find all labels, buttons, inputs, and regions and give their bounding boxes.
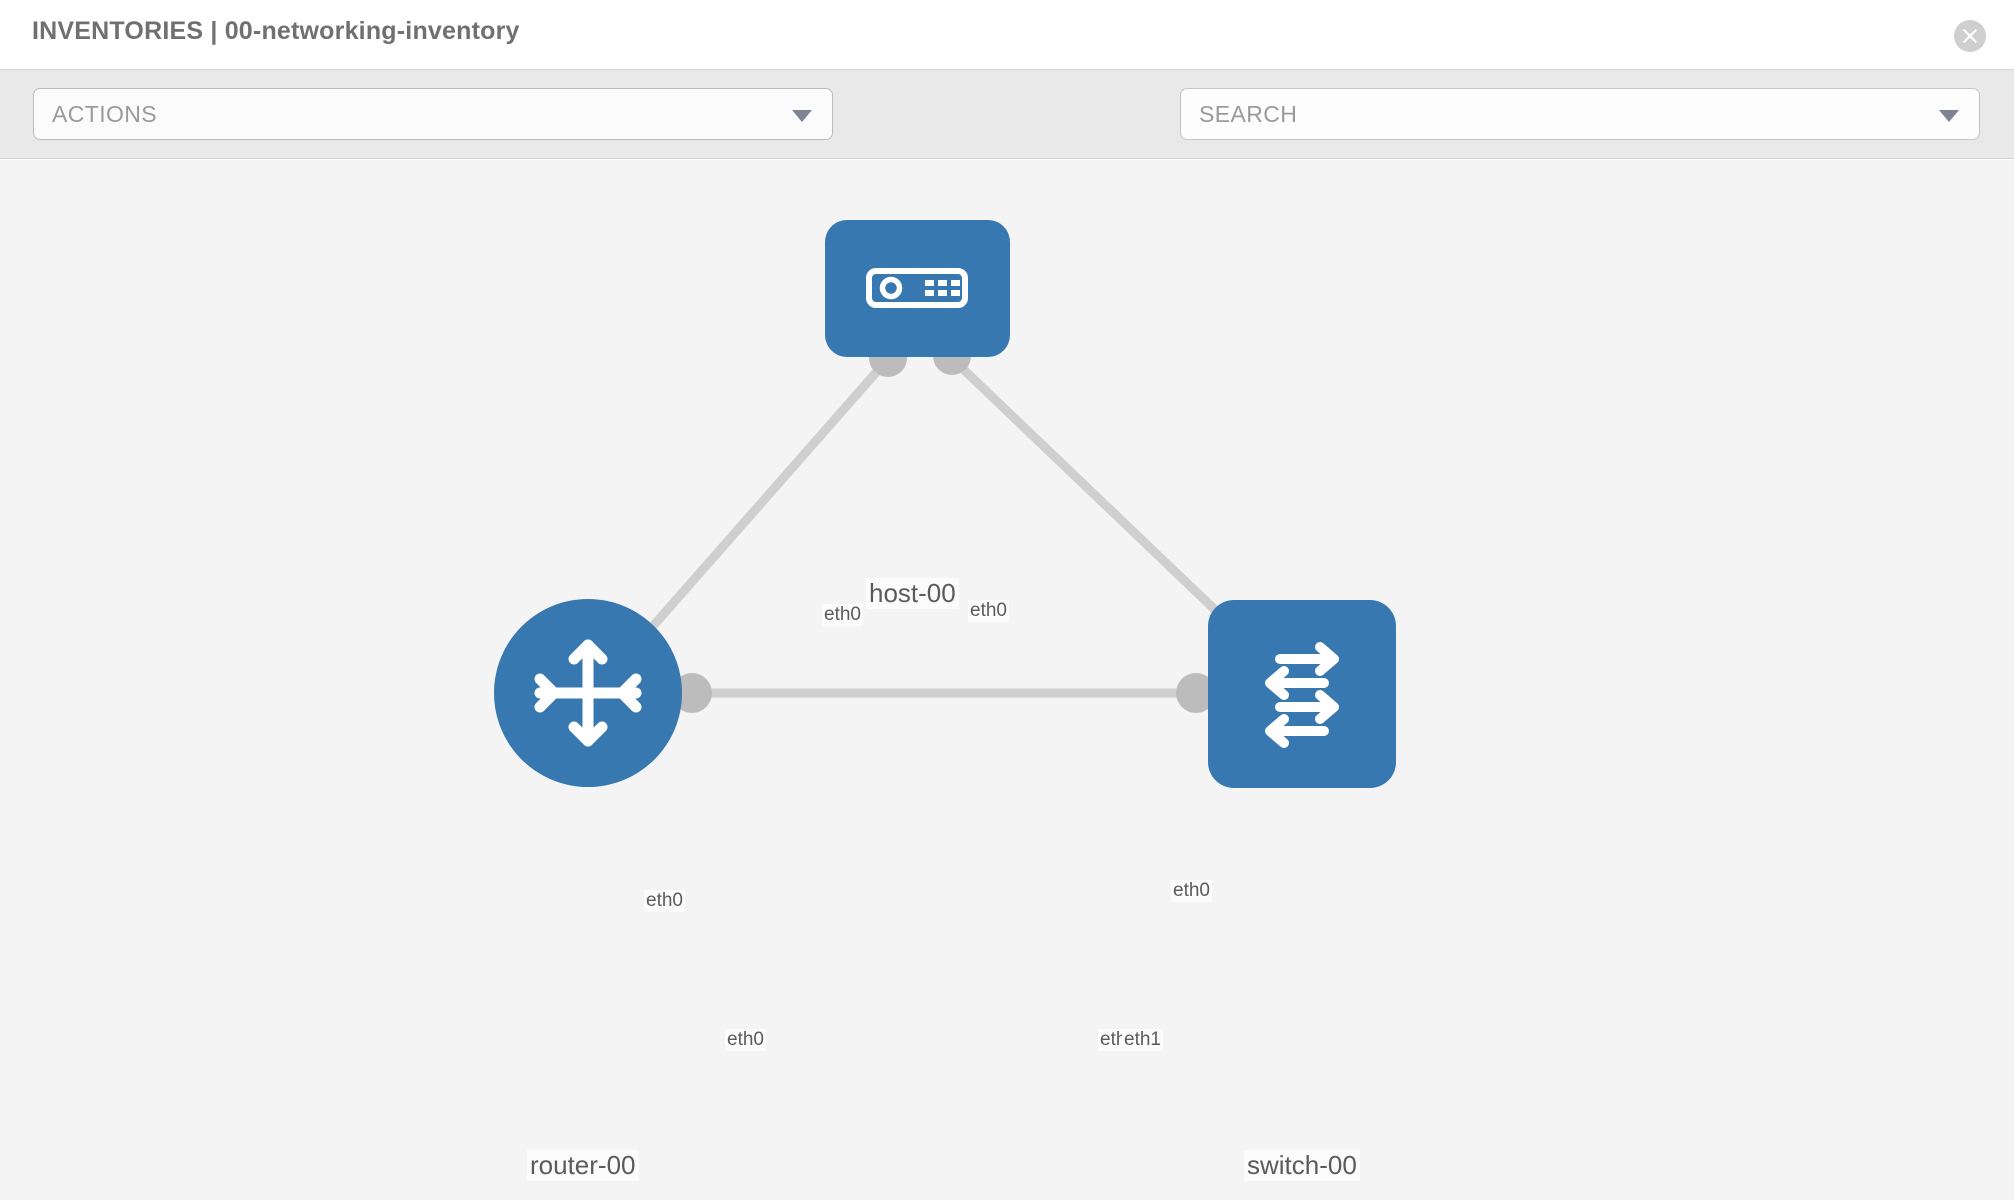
search-placeholder: SEARCH bbox=[1199, 101, 1298, 127]
actions-dropdown[interactable]: ACTIONS bbox=[33, 88, 833, 140]
topology-graph bbox=[494, 220, 1396, 788]
node-label-host-00: host-00 bbox=[866, 578, 959, 609]
iface-label-router-eth0: eth0 bbox=[725, 1029, 766, 1051]
page-title: INVENTORIES | 00-networking-inventory bbox=[32, 17, 520, 45]
node-label-switch-00: switch-00 bbox=[1244, 1150, 1360, 1181]
iface-label-host-left: eth0 bbox=[822, 604, 863, 626]
node-switch-00[interactable] bbox=[1208, 600, 1396, 788]
iface-label-switch-uplink: eth0 bbox=[1171, 880, 1212, 902]
toolbar: ACTIONS SEARCH bbox=[0, 70, 2014, 196]
iface-label-router-uplink: eth0 bbox=[644, 890, 685, 912]
actions-dropdown-label: ACTIONS bbox=[52, 101, 158, 127]
topology-canvas[interactable]: host-00 router-00 switch-00 eth0 eth0 et… bbox=[0, 160, 2014, 1200]
chevron-down-icon bbox=[1939, 110, 1959, 122]
connector-nub bbox=[672, 673, 712, 713]
node-label-router-00: router-00 bbox=[527, 1150, 639, 1181]
edge-host-router[interactable] bbox=[606, 365, 884, 678]
chevron-down-icon bbox=[792, 110, 812, 122]
close-icon[interactable] bbox=[1954, 20, 1986, 52]
topology-connectors bbox=[672, 337, 1254, 713]
iface-label-host-right: eth0 bbox=[968, 600, 1009, 622]
iface-label-switch-eth1: eth1 bbox=[1122, 1029, 1163, 1051]
page-header: INVENTORIES | 00-networking-inventory bbox=[0, 0, 2014, 70]
topology-edges bbox=[606, 364, 1282, 698]
node-host-00[interactable] bbox=[825, 220, 1010, 357]
search-input[interactable]: SEARCH bbox=[1180, 88, 1980, 140]
node-router-00[interactable] bbox=[494, 599, 682, 787]
connector-nub bbox=[1176, 673, 1216, 713]
